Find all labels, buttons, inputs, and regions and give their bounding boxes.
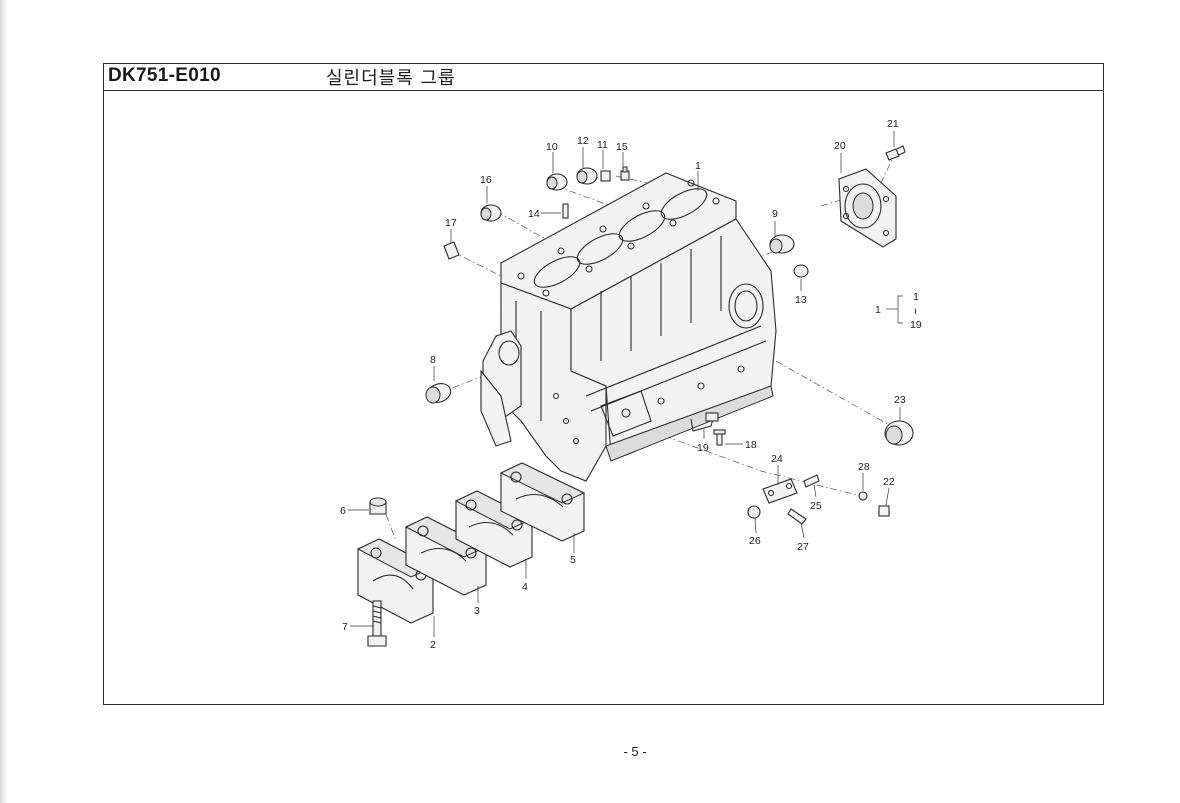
callout-18: 18 [745, 439, 757, 451]
callout-23: 23 [894, 394, 906, 406]
plug-22 [878, 505, 890, 517]
legend-top-number: 1 [913, 291, 919, 303]
callout-13: 13 [795, 294, 807, 306]
callout-15: 15 [616, 141, 628, 153]
legend-mid-mark: ı [914, 305, 917, 317]
plug-8 [425, 383, 452, 404]
callout-3: 3 [474, 605, 480, 617]
legend-bottom-number: 19 [910, 319, 922, 331]
callout-17: 17 [445, 217, 457, 229]
callout-2: 2 [430, 639, 436, 651]
group-code: DK751-E010 [108, 65, 221, 86]
callout-25: 25 [810, 500, 822, 512]
assembly-legend: 1 1 ı 19 [875, 291, 922, 331]
bracket-24 [762, 478, 798, 504]
callout-20: 20 [834, 140, 846, 152]
plug-16 [480, 204, 502, 222]
callout-9: 9 [772, 208, 778, 220]
callout-19: 19 [697, 442, 709, 454]
parts-diagram-frame: DK751-E010 실린더블록 그룹 .ol { fill: none; st… [103, 63, 1104, 705]
callout-7: 7 [342, 621, 348, 633]
plug-13 [793, 264, 809, 278]
bolt-25 [803, 474, 820, 488]
callout-12: 12 [577, 135, 589, 147]
cylinder-block [480, 172, 777, 482]
bolt-21 [885, 145, 906, 161]
plug-11 [600, 170, 611, 182]
legend-parent-number: 1 [875, 304, 881, 316]
dowel-6 [369, 497, 387, 515]
callout-8: 8 [430, 354, 436, 366]
callout-28: 28 [858, 461, 870, 473]
callout-16: 16 [480, 174, 492, 186]
seal-housing-20 [838, 168, 897, 248]
callout-11: 11 [597, 139, 608, 151]
oil-seal-23 [884, 420, 914, 446]
bearing-cap-3 [404, 516, 488, 596]
plug-15 [620, 166, 630, 181]
callout-26: 26 [749, 535, 761, 547]
cap-bolt-7 [367, 600, 387, 647]
callout-24: 24 [771, 453, 783, 465]
washer-28 [858, 491, 868, 501]
callout-22: 22 [883, 476, 895, 488]
page-number: - 5 - [623, 744, 647, 759]
diagram-header: DK751-E010 실린더블록 그룹 [104, 64, 1103, 91]
group-title: 실린더블록 그룹 [326, 68, 456, 89]
plug-12 [576, 167, 598, 185]
callout-labels: 1 2 3 4 5 6 7 8 9 10 11 12 13 14 15 16 1… [340, 118, 906, 651]
callout-27: 27 [797, 541, 809, 553]
nut-26 [747, 505, 761, 519]
callout-6: 6 [340, 505, 346, 517]
callout-14: 14 [528, 208, 540, 220]
callout-21: 21 [887, 118, 899, 130]
plug-10 [546, 173, 568, 191]
exploded-view-drawing: .ol { fill: none; stroke: #2b2b2b; strok… [340, 118, 922, 651]
pin-14 [562, 203, 569, 219]
bearing-cap-5 [499, 462, 586, 542]
callout-5: 5 [570, 554, 576, 566]
bolt-18 [713, 429, 726, 446]
oil-jet-19 [690, 412, 719, 432]
plug-17 [443, 241, 460, 260]
scanned-page-edge [0, 0, 8, 803]
callout-4: 4 [522, 581, 528, 593]
leader-lines [348, 131, 901, 637]
callout-1: 1 [695, 160, 701, 172]
callout-10: 10 [546, 141, 558, 153]
plug-9 [769, 234, 795, 254]
bolt-27 [787, 508, 807, 525]
